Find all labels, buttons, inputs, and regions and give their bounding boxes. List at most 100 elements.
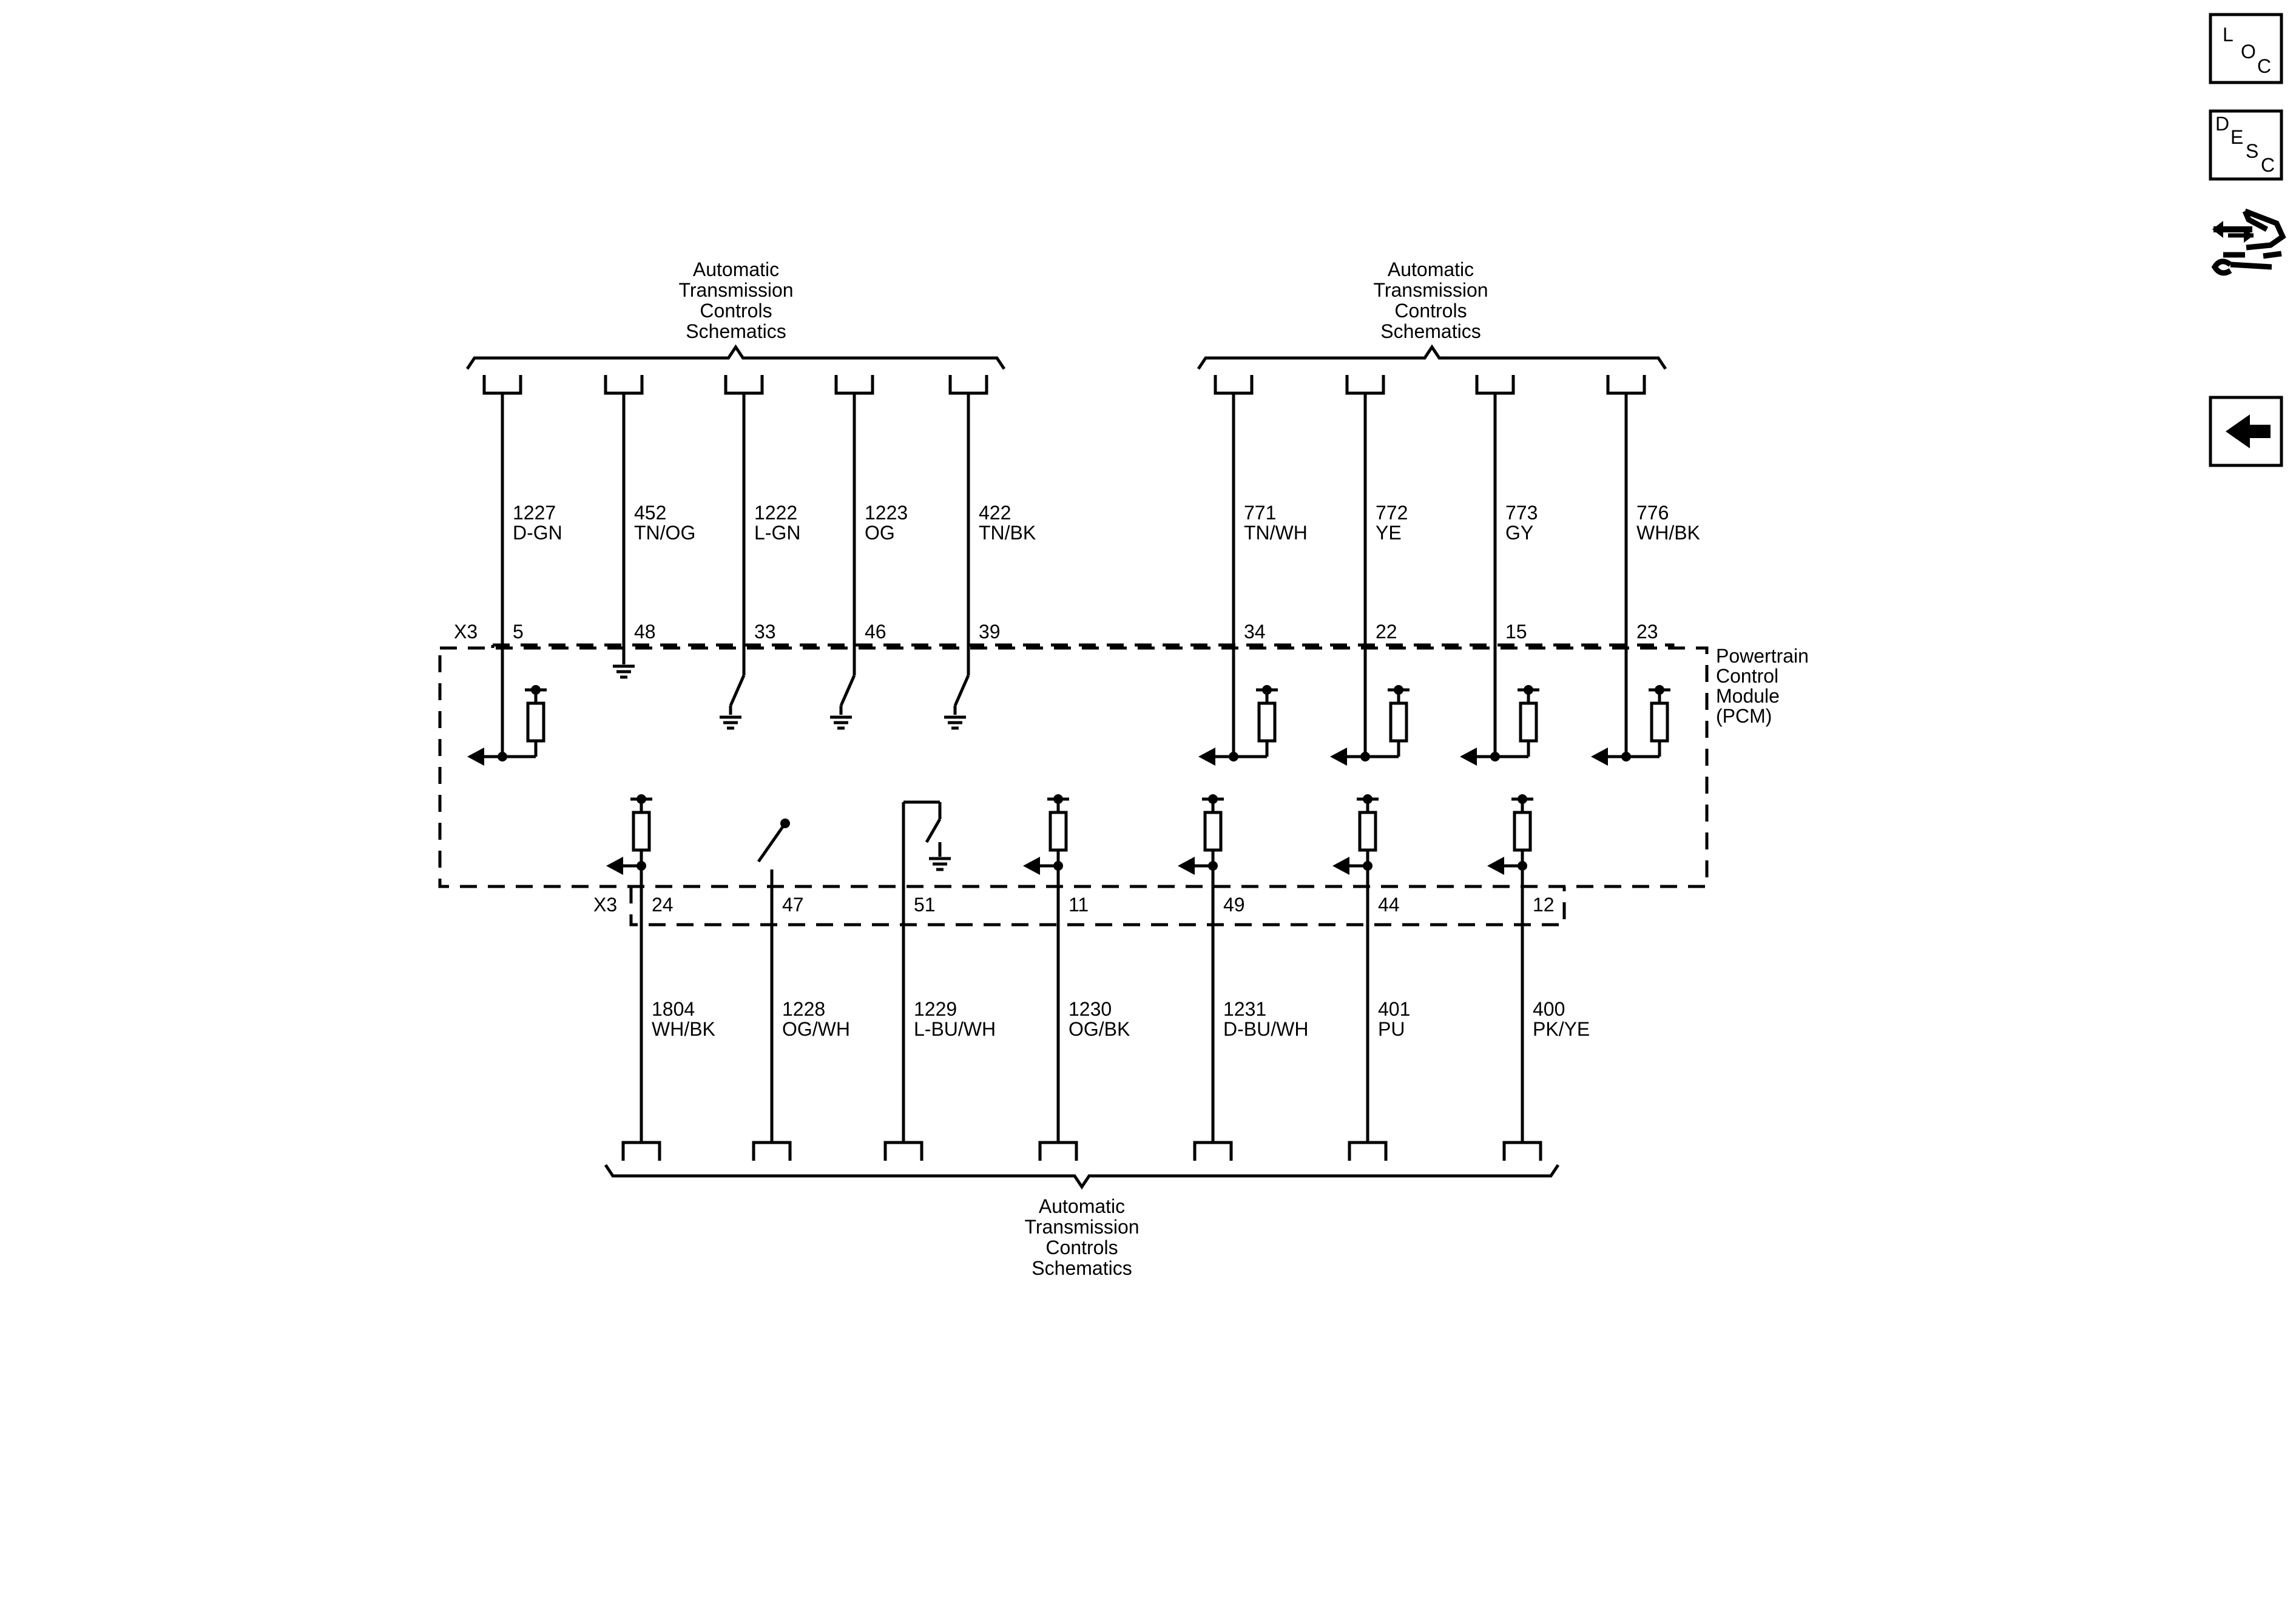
top-wire-circuit-776: 776 bbox=[1636, 502, 1669, 524]
connector-end-view-button[interactable] bbox=[2211, 208, 2286, 276]
top-wire-color-452: TN/OG bbox=[634, 522, 695, 544]
top-wire-pin-34: 34 bbox=[1244, 621, 1266, 643]
arrow-icon bbox=[1178, 857, 1195, 875]
resistor bbox=[632, 811, 651, 852]
dest-bottom-line-4: Schematics bbox=[1032, 1257, 1132, 1279]
top-wire-pin-23: 23 bbox=[1636, 621, 1658, 643]
top-wire-color-776: WH/BK bbox=[1636, 522, 1700, 544]
top-wire-pin-5: 5 bbox=[513, 621, 524, 643]
connector-cup bbox=[1038, 1141, 1078, 1161]
top-wire-pin-15: 15 bbox=[1505, 621, 1527, 643]
schematic-diagram bbox=[438, 344, 1709, 1190]
top-wire-color-773: GY bbox=[1505, 522, 1533, 544]
arrow-icon bbox=[1023, 857, 1040, 875]
resistor bbox=[1389, 701, 1408, 743]
switch-blade bbox=[729, 674, 746, 707]
top-wire-color-1222: L-GN bbox=[754, 522, 800, 544]
bottom-wire-pin-49: 49 bbox=[1223, 894, 1245, 916]
back-button[interactable] bbox=[2209, 396, 2283, 467]
connector-cup bbox=[1475, 375, 1515, 395]
top-wire-circuit-1227: 1227 bbox=[513, 502, 556, 524]
arrow-icon bbox=[1332, 857, 1349, 875]
dest-top-right-line-4: Schematics bbox=[1380, 320, 1481, 342]
connector-cup bbox=[1502, 1141, 1542, 1161]
connector-cup bbox=[724, 375, 764, 395]
desc-char-1: D bbox=[2215, 113, 2229, 135]
switch-blade bbox=[839, 674, 856, 707]
resistor bbox=[1513, 811, 1532, 852]
top-wire-pin-39: 39 bbox=[979, 621, 1001, 643]
bottom-wire-color-1228: OG/WH bbox=[782, 1018, 850, 1040]
bottom-wire-circuit-1231: 1231 bbox=[1223, 998, 1266, 1020]
harness-brace bbox=[1197, 344, 1667, 370]
pcm-name-line-1: Powertrain bbox=[1716, 645, 1809, 667]
arrow-icon bbox=[1460, 748, 1477, 766]
loc-button[interactable]: L O C bbox=[2209, 13, 2283, 84]
top-wire-circuit-772: 772 bbox=[1376, 502, 1408, 524]
desc-char-3: S bbox=[2246, 140, 2258, 162]
pcm-name-line-2: Control bbox=[1716, 665, 1778, 687]
resistor bbox=[526, 701, 545, 743]
schematic-labels: AutomaticTransmissionControlsSchematicsA… bbox=[454, 258, 1809, 1279]
connector-cup bbox=[1214, 375, 1254, 395]
bottom-wire-circuit-400: 400 bbox=[1533, 998, 1565, 1020]
resistor bbox=[1519, 701, 1538, 743]
desc-button[interactable]: D E S C bbox=[2209, 109, 2283, 181]
connector-cup bbox=[883, 1141, 923, 1161]
bottom-wire-pin-12: 12 bbox=[1533, 894, 1555, 916]
bottom-wire-pin-24: 24 bbox=[652, 894, 674, 916]
bottom-wire-pin-44: 44 bbox=[1378, 894, 1400, 916]
resistor bbox=[1358, 811, 1377, 852]
harness-brace bbox=[465, 344, 1006, 370]
bottom-wire-color-1229: L-BU/WH bbox=[914, 1018, 996, 1040]
dest-top-left-line-2: Transmission bbox=[678, 279, 793, 301]
harness-brace bbox=[604, 1164, 1560, 1190]
connector-cup bbox=[1348, 1141, 1388, 1161]
resistor bbox=[1203, 811, 1223, 852]
connector-x3-bottom-label: X3 bbox=[593, 894, 617, 916]
switch-blade bbox=[925, 818, 942, 843]
dest-top-right-line-3: Controls bbox=[1394, 300, 1467, 322]
top-wire-circuit-1222: 1222 bbox=[754, 502, 797, 524]
resistor bbox=[1048, 811, 1068, 852]
desc-char-2: E bbox=[2230, 126, 2243, 148]
bottom-wire-pin-11: 11 bbox=[1069, 894, 1089, 916]
arrow-icon bbox=[1198, 748, 1215, 766]
connector-cup bbox=[621, 1141, 661, 1161]
top-wire-pin-33: 33 bbox=[754, 621, 776, 643]
arrow-icon bbox=[467, 748, 484, 766]
connector-cup bbox=[752, 1141, 792, 1161]
dest-top-right-line-1: Automatic bbox=[1388, 258, 1474, 280]
bottom-wire-circuit-1229: 1229 bbox=[914, 998, 957, 1020]
arrow-icon bbox=[1487, 857, 1504, 875]
pcm-outline bbox=[438, 646, 1709, 888]
connector-x3-bottom-outline bbox=[629, 886, 1566, 927]
top-wire-circuit-422: 422 bbox=[979, 502, 1011, 524]
bottom-wire-color-401: PU bbox=[1378, 1018, 1405, 1040]
connector-cup bbox=[482, 375, 522, 395]
top-wire-pin-46: 46 bbox=[865, 621, 886, 643]
connector-cup bbox=[1606, 375, 1646, 395]
top-wire-color-422: TN/BK bbox=[979, 522, 1036, 544]
top-wire-color-1223: OG bbox=[865, 522, 895, 544]
dest-top-left-line-4: Schematics bbox=[686, 320, 786, 342]
bottom-wire-circuit-1230: 1230 bbox=[1069, 998, 1112, 1020]
connector-end-view-icon bbox=[2211, 208, 2286, 276]
top-wire-pin-22: 22 bbox=[1376, 621, 1397, 643]
top-wire-color-772: YE bbox=[1376, 522, 1402, 544]
connector-cup bbox=[834, 375, 874, 395]
arrow-icon bbox=[1591, 748, 1608, 766]
top-wire-circuit-1223: 1223 bbox=[865, 502, 908, 524]
connector-cup bbox=[948, 375, 988, 395]
top-wire-circuit-773: 773 bbox=[1505, 502, 1538, 524]
dest-top-left-line-1: Automatic bbox=[693, 258, 779, 280]
back-arrow-icon bbox=[2226, 414, 2271, 448]
loc-char-1: L bbox=[2223, 24, 2234, 46]
desc-char-4: C bbox=[2261, 154, 2275, 176]
top-wire-pin-48: 48 bbox=[634, 621, 656, 643]
top-wire-color-771: TN/WH bbox=[1244, 522, 1308, 544]
dest-top-left-line-3: Controls bbox=[700, 300, 772, 322]
connector-cup bbox=[1345, 375, 1385, 395]
connector-cup bbox=[604, 375, 644, 395]
